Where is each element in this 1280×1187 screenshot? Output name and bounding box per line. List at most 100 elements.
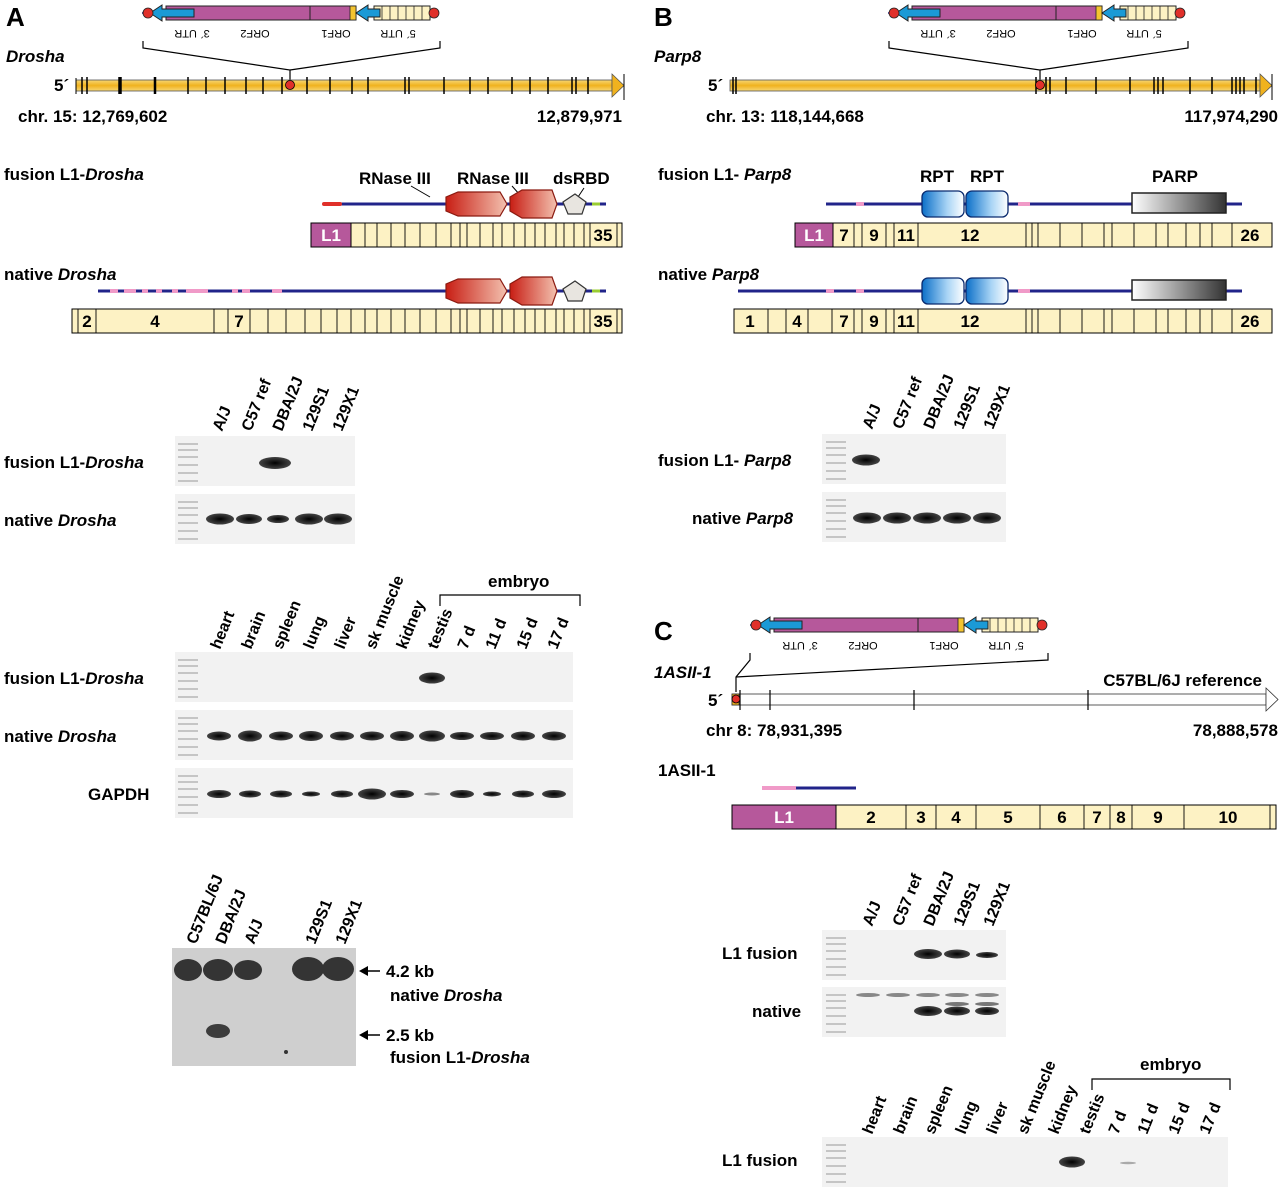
1asii-exon-3: 3 xyxy=(916,808,925,827)
native-parp8-exon-1: 1 xyxy=(745,312,754,331)
native-parp8-exon-7: 7 xyxy=(839,312,848,331)
orf2-label: ORF2 xyxy=(240,27,269,39)
lane-liver: liver xyxy=(332,615,360,652)
orf1-label-b: ORF1 xyxy=(1067,27,1096,39)
fusion-parp8-title: fusion L1- Parp8 xyxy=(658,165,792,184)
lane-spleen: spleen xyxy=(270,598,305,651)
lane-7d-c: 7 d xyxy=(1106,1109,1130,1137)
native-drosha-exon-35: 35 xyxy=(594,312,613,331)
five-utr-label-c: 5´ UTR xyxy=(988,639,1024,651)
fusion-drosha-exon-map: L1 35 xyxy=(310,222,623,248)
strain-row-native-c: native xyxy=(752,1002,801,1021)
lane-aj-northern: A/J xyxy=(242,917,267,946)
lane-spleen-c: spleen xyxy=(922,1083,957,1136)
native-drosha-exon-2: 2 xyxy=(82,312,91,331)
northern-blot xyxy=(172,948,356,1066)
1asii-transcript-label: 1ASII-1 xyxy=(658,761,716,780)
native-parp8-exon-26: 26 xyxy=(1241,312,1260,331)
parp-domain-label: PARP xyxy=(1152,167,1198,186)
panel-c-letter: C xyxy=(654,616,673,646)
strain-row-fusion-a: fusion L1-Drosha xyxy=(4,453,144,472)
rpt-domain-label-1: RPT xyxy=(920,167,955,186)
lane-kidney-c: kidney xyxy=(1046,1083,1081,1136)
insertion-funnel-left-b xyxy=(888,41,1041,84)
1asii-exon-7: 7 xyxy=(1092,808,1101,827)
five-prime-c: 5´ xyxy=(708,691,723,710)
lane-liver-c: liver xyxy=(984,1100,1012,1137)
insertion-funnel-right-c xyxy=(735,653,1049,678)
lane-brain: brain xyxy=(239,609,269,652)
gel-strain-native-a xyxy=(175,494,355,544)
rpt-domain-label-2: RPT xyxy=(970,167,1005,186)
lane-129s1-northern: 129S1 xyxy=(303,897,336,946)
three-utr-label-c: 3´ UTR xyxy=(782,639,818,651)
lane-17d: 17 d xyxy=(545,615,573,651)
native-parp8-title: native Parp8 xyxy=(658,265,760,284)
dsrbd-domain-label: dsRBD xyxy=(553,169,610,188)
band-42kb-label: native Drosha xyxy=(390,986,502,1005)
native-drosha-protein xyxy=(98,276,606,306)
gene-track-1asii xyxy=(731,687,1279,712)
orf1-label-c: ORF1 xyxy=(929,639,958,651)
lane-aj-b: A/J xyxy=(860,402,885,431)
lane-kidney: kidney xyxy=(394,598,429,651)
coord-right-b: 117,974,290 xyxy=(1184,107,1278,126)
l1-element-labels-b: 3´ UTR ORF2 ORF1 5´ UTR xyxy=(920,27,1162,39)
coord-left-b: chr. 13: 118,144,668 xyxy=(706,107,864,126)
lane-testis: testis xyxy=(425,606,456,651)
fusion-parp8-exon-map: L1 7 9 11 12 26 xyxy=(794,222,1273,248)
1asii-exon-2: 2 xyxy=(866,808,875,827)
lane-17d-c: 17 d xyxy=(1197,1100,1225,1136)
1asii-exon-8: 8 xyxy=(1116,808,1125,827)
1asii-exon-10: 10 xyxy=(1219,808,1238,827)
gel-tissue-native-a xyxy=(175,710,573,760)
lane-brain-c: brain xyxy=(891,1094,921,1137)
coord-left-c: chr 8: 78,931,395 xyxy=(706,721,842,740)
native-parp8-exon-map: 1 4 7 9 11 12 26 xyxy=(733,308,1273,334)
gel-tissue-fusion-a xyxy=(175,652,573,702)
embryo-bracket-c xyxy=(1091,1078,1231,1090)
gene-track-drosha xyxy=(75,73,625,100)
fusion-drosha-protein xyxy=(322,185,606,219)
fusion-parp8-exon-7: 7 xyxy=(839,226,848,245)
fusion-parp8-exon-12: 12 xyxy=(961,226,980,245)
coord-right-a: 12,879,971 xyxy=(537,107,622,126)
lane-129s1: 129S1 xyxy=(300,384,333,433)
three-utr-label-b: 3´ UTR xyxy=(920,27,956,39)
1asii-exon-l1: L1 xyxy=(774,808,794,827)
native-drosha-exon-7: 7 xyxy=(234,312,243,331)
band-25kb-label: fusion L1-Drosha xyxy=(390,1048,530,1067)
native-parp8-exon-4: 4 xyxy=(792,312,802,331)
band-42kb-size: 4.2 kb xyxy=(386,962,434,981)
fusion-drosha-exon-35: 35 xyxy=(594,226,613,245)
panel-b-letter: B xyxy=(654,2,673,32)
native-parp8-exon-11: 11 xyxy=(897,312,915,331)
lane-11d-c: 11 d xyxy=(1135,1101,1162,1136)
lane-11d: 11 d xyxy=(483,616,510,651)
northern-lane-labels: C57BL/6J DBA/2J A/J 129S1 129X1 xyxy=(184,873,366,947)
strain-lane-labels-c: A/J C57 ref DBA/2J 129S1 129X1 xyxy=(860,869,1014,928)
parp8-gene-name: Parp8 xyxy=(654,47,702,66)
fusion-parp8-protein xyxy=(826,190,1242,218)
1asii-exon-9: 9 xyxy=(1153,808,1162,827)
embryo-label-a: embryo xyxy=(488,572,549,591)
fusion-drosha-title: fusion L1-Drosha xyxy=(4,165,144,184)
tissue-row-fusion-a: fusion L1-Drosha xyxy=(4,669,144,688)
native-drosha-title: native Drosha xyxy=(4,265,116,284)
lane-129s1-b: 129S1 xyxy=(951,382,984,431)
lane-129x1-northern: 129X1 xyxy=(333,897,366,946)
lane-heart: heart xyxy=(208,608,239,651)
strain-row-native-a: native Drosha xyxy=(4,511,116,530)
five-prime-a: 5´ xyxy=(54,76,69,95)
strain-row-l1fusion-c: L1 fusion xyxy=(722,944,798,963)
orf1-label: ORF1 xyxy=(321,27,350,39)
tissue-row-gapdh-a: GAPDH xyxy=(88,785,149,804)
drosha-gene-name: Drosha xyxy=(6,47,65,66)
gel-strain-fusion-c xyxy=(822,930,1006,980)
gel-strain-native-b xyxy=(822,492,1006,542)
coord-left-a: chr. 15: 12,769,602 xyxy=(18,107,167,126)
insertion-funnel-left-a xyxy=(142,41,291,84)
1asii-exon-5: 5 xyxy=(1003,808,1012,827)
native-parp8-exon-12: 12 xyxy=(961,312,980,331)
